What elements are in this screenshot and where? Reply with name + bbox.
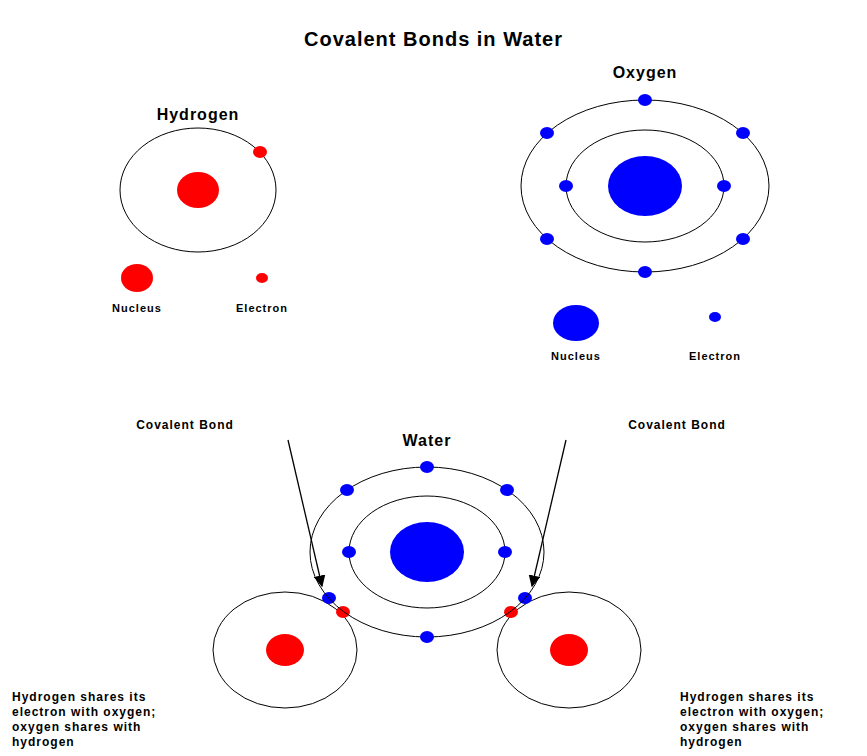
nucleus xyxy=(608,156,682,216)
electron xyxy=(420,631,434,643)
atom-outline xyxy=(116,106,280,256)
atom-outline xyxy=(308,432,546,644)
hydrogen-nucleus xyxy=(550,634,588,666)
legend-text: Electron xyxy=(202,301,322,315)
bond-label: Covalent Bond xyxy=(592,418,762,433)
atom-diagram: Oxygen xyxy=(519,64,771,276)
bond-label: Covalent Bond xyxy=(100,418,270,433)
atom-heading: Hydrogen xyxy=(116,106,280,124)
legend-text: Nucleus xyxy=(516,349,636,363)
electron xyxy=(540,127,554,139)
electron xyxy=(500,484,514,496)
electron xyxy=(736,127,750,139)
electron xyxy=(342,546,356,558)
atom-heading: Water xyxy=(308,432,546,450)
legend-swatch xyxy=(553,305,599,341)
electron-shell xyxy=(521,100,769,272)
electron xyxy=(717,180,731,192)
hydrogen-nucleus xyxy=(266,634,304,666)
atom-outline xyxy=(519,64,771,276)
diagram-title: Covalent Bonds in Water xyxy=(0,27,867,51)
legend-swatch xyxy=(121,264,153,292)
hydrogen-shell xyxy=(497,592,641,708)
legend-swatch xyxy=(256,273,268,283)
note-text: Hydrogen shares its electron with oxygen… xyxy=(12,690,202,750)
atom-heading: Oxygen xyxy=(519,64,771,82)
atom-diagram: Water xyxy=(308,432,546,644)
electron xyxy=(253,146,267,158)
nucleus xyxy=(390,522,464,582)
legend-swatch xyxy=(709,312,721,322)
electron xyxy=(638,266,652,278)
electron-shell xyxy=(349,496,505,608)
nucleus xyxy=(177,172,219,208)
electron-shell xyxy=(120,128,276,252)
electron-shell xyxy=(310,467,544,637)
electron xyxy=(340,484,354,496)
legend-text: Electron xyxy=(655,349,775,363)
electron xyxy=(540,233,554,245)
electron xyxy=(736,233,750,245)
electron xyxy=(498,546,512,558)
leader-arrow xyxy=(532,440,566,586)
hydrogen-shell xyxy=(213,592,357,708)
legend-text: Nucleus xyxy=(77,301,197,315)
electron xyxy=(420,461,434,473)
electron-shell xyxy=(566,130,724,242)
leader-arrow xyxy=(288,440,322,586)
note-text: Hydrogen shares its electron with oxygen… xyxy=(680,690,862,750)
electron xyxy=(559,180,573,192)
atom-diagram: Hydrogen xyxy=(116,106,280,256)
electron xyxy=(638,94,652,106)
